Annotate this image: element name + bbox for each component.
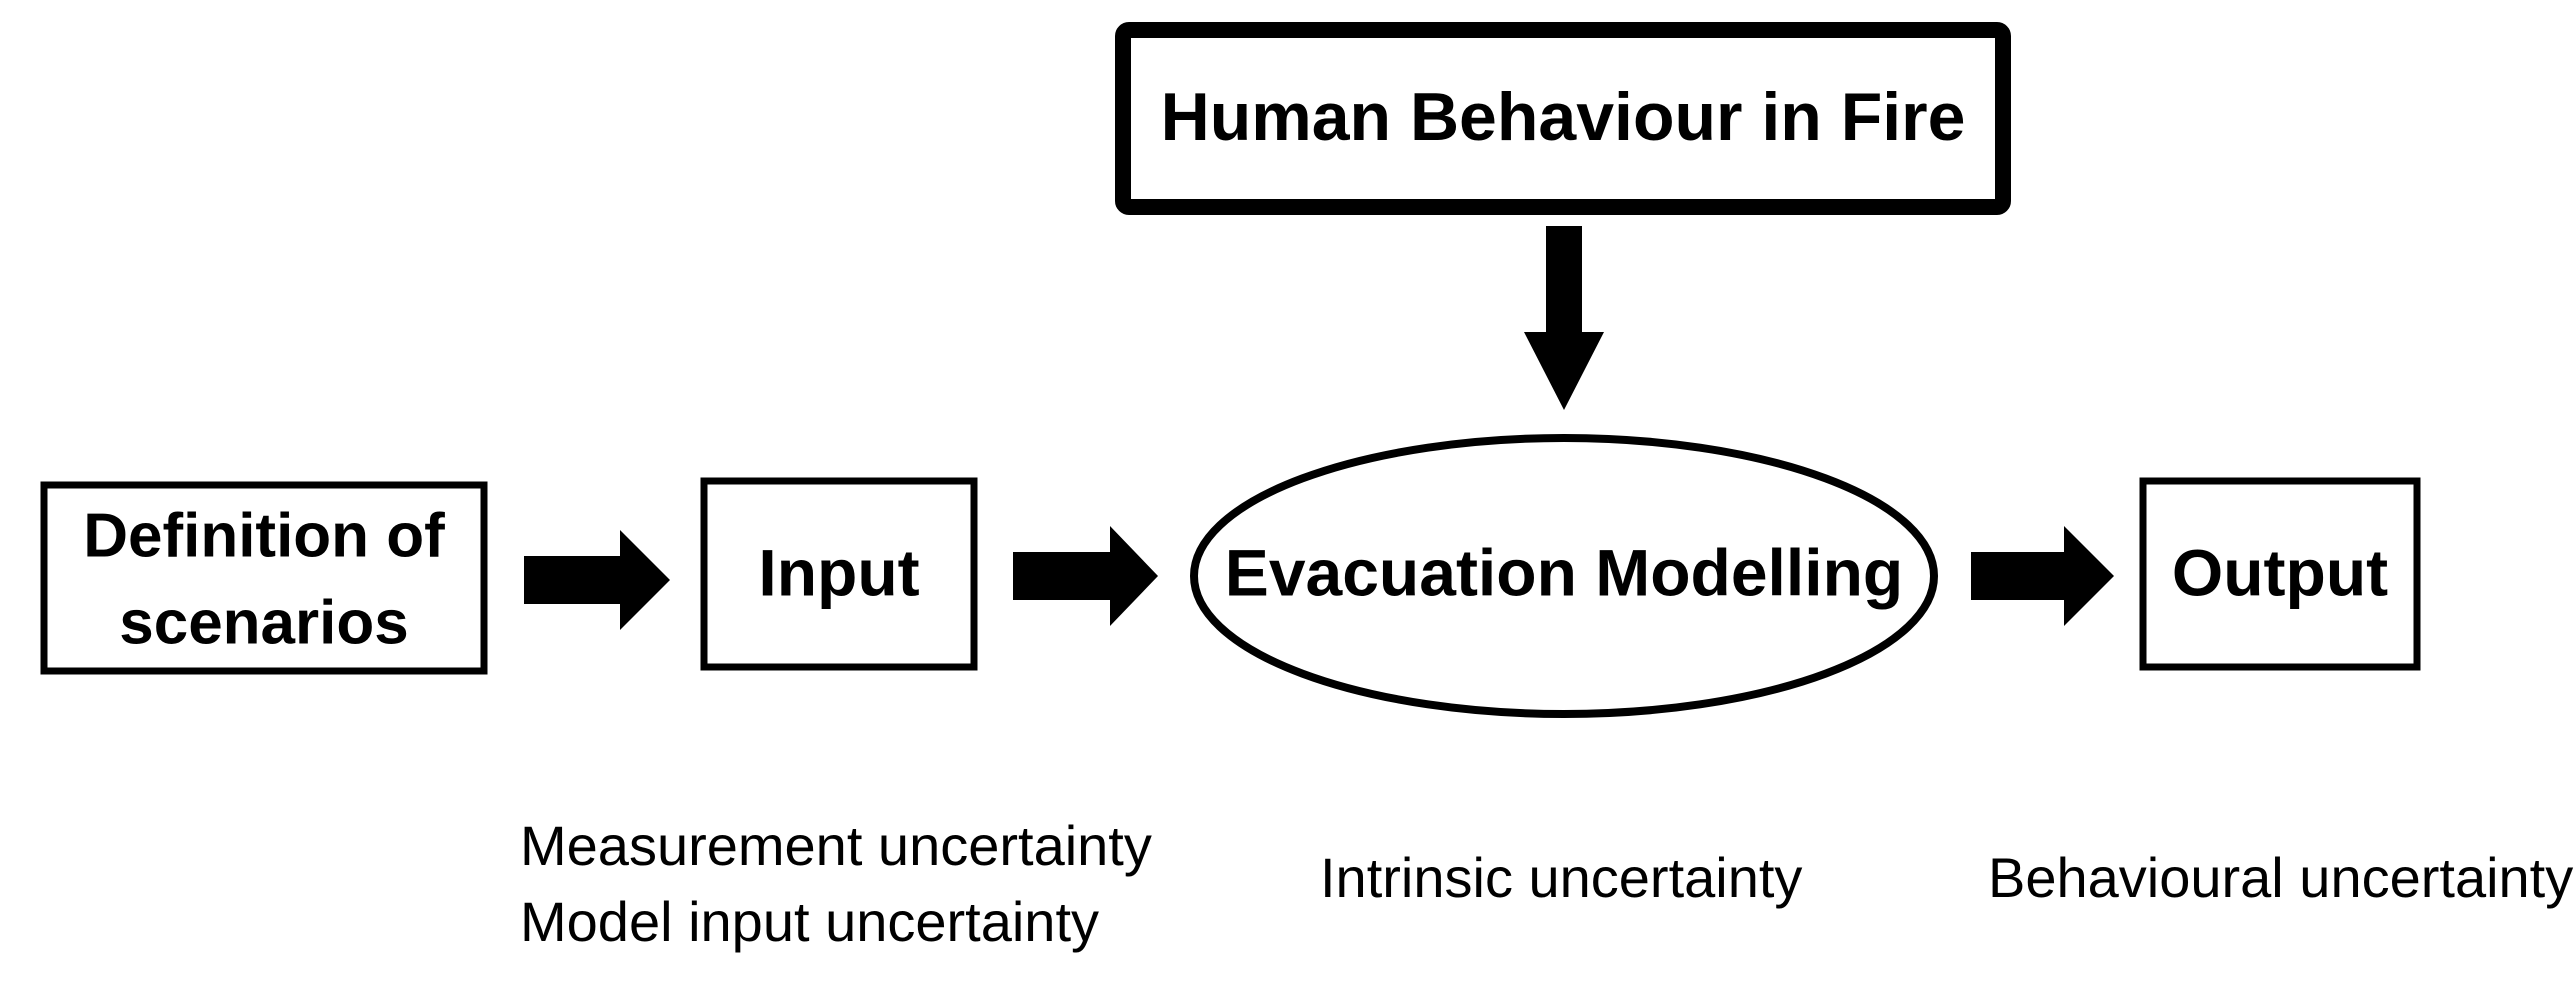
arrow-down-to-modelling bbox=[1524, 226, 1604, 410]
input-node: Input bbox=[700, 477, 978, 671]
definition-of-scenarios-node: Definition of scenarios bbox=[40, 481, 488, 675]
intrinsic-uncertainty-note: Intrinsic uncertainty bbox=[1320, 846, 1802, 909]
output-label: Output bbox=[2172, 535, 2388, 609]
output-box bbox=[2139, 477, 2421, 671]
definition-label-line1: Definition of bbox=[83, 501, 445, 570]
input-label: Input bbox=[758, 535, 919, 609]
evacuation-modelling-label: Evacuation Modelling bbox=[1225, 535, 1903, 609]
arrow-modelling-to-output bbox=[1971, 526, 2114, 626]
definition-label-line2: scenarios bbox=[119, 588, 409, 657]
definition-box bbox=[40, 481, 488, 675]
human-behaviour-node: Human Behaviour in Fire bbox=[1115, 22, 2011, 215]
input-box bbox=[700, 477, 978, 671]
arrow-definition-to-input bbox=[524, 530, 670, 630]
model-input-uncertainty-note: Model input uncertainty bbox=[520, 890, 1099, 953]
output-node: Output bbox=[2139, 477, 2421, 671]
human-behaviour-label: Human Behaviour in Fire bbox=[1161, 79, 1966, 155]
human-behaviour-box bbox=[1115, 22, 2011, 215]
evacuation-modelling-ellipse bbox=[1190, 434, 1938, 718]
behavioural-uncertainty-note: Behavioural uncertainty bbox=[1988, 846, 2573, 909]
arrow-input-to-modelling bbox=[1013, 526, 1158, 626]
measurement-uncertainty-note: Measurement uncertainty bbox=[520, 814, 1152, 877]
evacuation-modelling-node: Evacuation Modelling bbox=[1190, 434, 1938, 718]
